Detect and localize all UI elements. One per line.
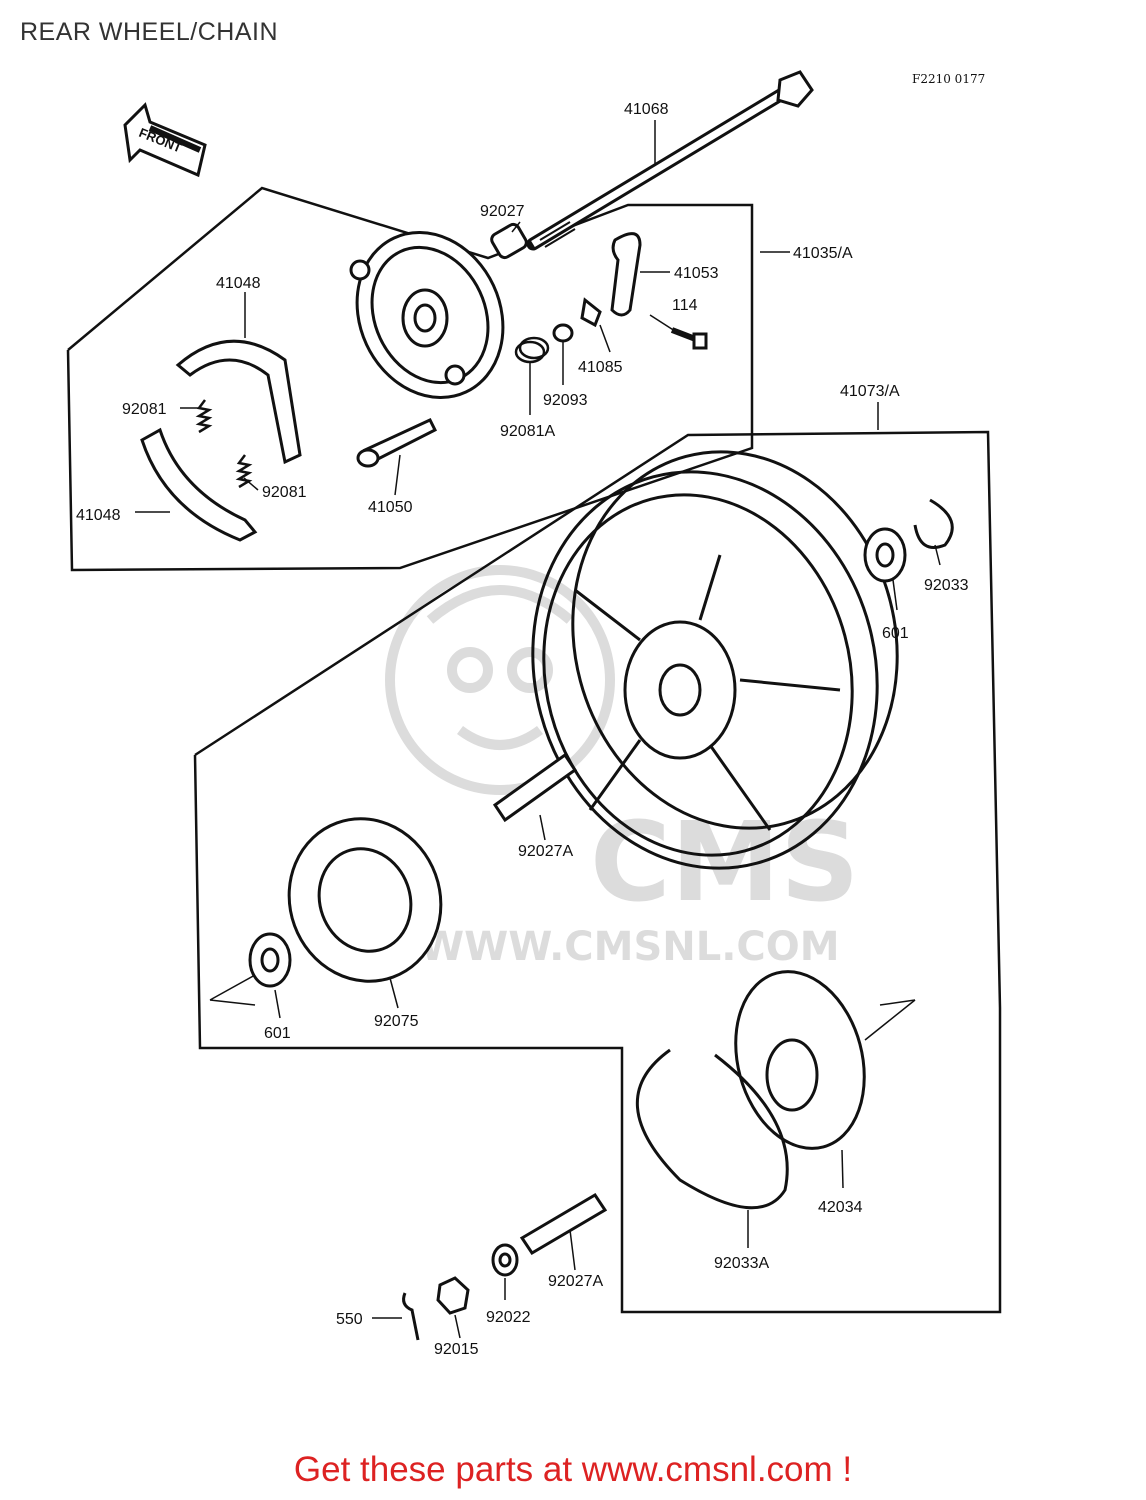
cotter-pin-550 <box>402 1292 420 1341</box>
axle-41068 <box>526 70 814 251</box>
wheel-group-outline <box>193 430 1002 1314</box>
part-label-92081-lower[interactable]: 92081 <box>262 484 307 501</box>
leader-lines <box>135 120 941 1339</box>
part-label-42034[interactable]: 42034 <box>818 1199 863 1216</box>
seal-92093 <box>552 323 574 343</box>
washer-92022 <box>491 1243 519 1277</box>
part-label-92081A[interactable]: 92081A <box>500 423 555 440</box>
spacer-92027A-upper <box>492 752 578 823</box>
spacer-92027A-lower <box>519 1192 608 1256</box>
exploded-parts-diagram: CMS WWW.CMSNL.COM FRONT <box>66 70 1002 1358</box>
rear-wheel <box>531 450 899 870</box>
front-arrow: FRONT <box>123 102 207 178</box>
part-label-92075[interactable]: 92075 <box>374 1013 419 1030</box>
part-label-41073-a[interactable]: 41073/A <box>840 383 900 400</box>
nut-92015 <box>436 1276 470 1315</box>
brake-group-outline <box>66 186 754 572</box>
part-label-92027A-lower[interactable]: 92027A <box>548 1273 603 1290</box>
part-label-41050[interactable]: 41050 <box>368 499 413 516</box>
footer-cta[interactable]: Get these parts at www.cmsnl.com ! <box>0 1450 1146 1490</box>
figure-code: F2210 0177 <box>912 72 986 86</box>
spring-92081-a <box>195 399 213 434</box>
coupling-42034 <box>734 970 866 1150</box>
spring-92081A <box>514 336 550 364</box>
part-label-92015[interactable]: 92015 <box>434 1341 479 1358</box>
brake-lever-41053 <box>610 232 642 317</box>
part-label-550[interactable]: 550 <box>336 1311 363 1328</box>
spring-92081-b <box>235 454 253 489</box>
part-label-92033[interactable]: 92033 <box>924 577 969 594</box>
part-label-601-upper[interactable]: 601 <box>882 625 909 642</box>
watermark-mascot-icon <box>385 565 615 795</box>
footer-text[interactable]: Get these parts at www.cmsnl.com ! <box>293 1450 853 1489</box>
part-label-114[interactable]: 114 <box>672 297 698 314</box>
bearing-601-upper <box>863 527 907 583</box>
circlip-92033 <box>913 498 954 549</box>
brake-panel <box>349 230 505 400</box>
part-label-92033A[interactable]: 92033A <box>714 1255 769 1272</box>
watermark-logo: CMS <box>590 798 859 926</box>
collar-92027 <box>490 222 528 260</box>
part-label-92027[interactable]: 92027 <box>480 203 525 220</box>
brake-shoe-lower <box>140 427 258 542</box>
watermark: CMS WWW.CMSNL.COM <box>385 565 859 970</box>
bearing-601-lower <box>248 932 292 988</box>
part-label-92022[interactable]: 92022 <box>486 1309 531 1326</box>
brake-cam-41050 <box>356 418 438 468</box>
part-label-41048-upper[interactable]: 41048 <box>216 275 261 292</box>
brake-shoe-upper <box>175 339 302 465</box>
part-label-92093[interactable]: 92093 <box>543 392 588 409</box>
part-label-41035-a[interactable]: 41035/A <box>793 245 853 262</box>
part-label-41068[interactable]: 41068 <box>624 101 669 118</box>
damper-92075 <box>287 817 443 983</box>
part-label-41048-lower[interactable]: 41048 <box>76 507 121 524</box>
circlip-92033A <box>636 1048 789 1210</box>
part-label-41085[interactable]: 41085 <box>578 359 623 376</box>
part-label-41053[interactable]: 41053 <box>674 265 719 282</box>
part-label-92027A-upper[interactable]: 92027A <box>518 843 573 860</box>
part-label-601-lower[interactable]: 601 <box>264 1025 291 1042</box>
part-label-92081-upper[interactable]: 92081 <box>122 401 167 418</box>
part-labels: 41068 92027 41035/A 41053 114 41085 9209… <box>76 101 969 1358</box>
watermark-url: WWW.CMSNL.COM <box>420 924 840 970</box>
indicator-41085 <box>580 297 602 328</box>
page-title: REAR WHEEL/CHAIN <box>20 18 279 46</box>
